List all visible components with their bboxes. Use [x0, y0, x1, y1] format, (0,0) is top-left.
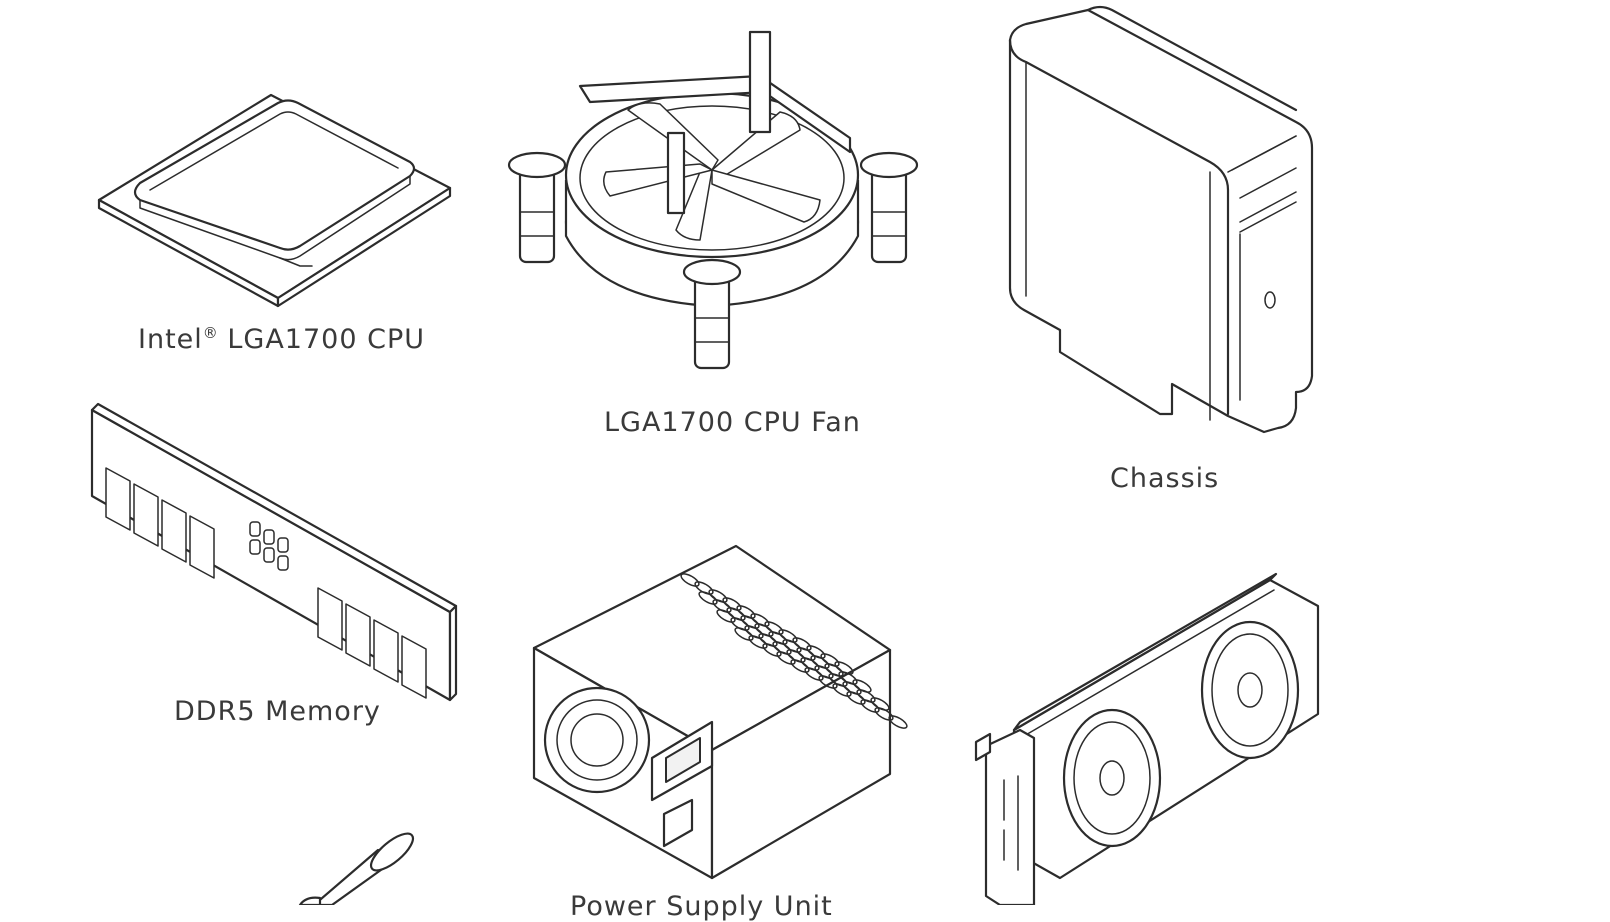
registered-mark: ®	[202, 324, 218, 342]
cpu-fan-label: LGA1700 CPU Fan	[604, 407, 861, 438]
cpu-label-brand: Intel	[138, 324, 203, 355]
cpu-label: Intel® LGA1700 CPU	[138, 324, 425, 355]
chassis-label: Chassis	[1110, 463, 1220, 494]
memory-label: DDR5 Memory	[174, 696, 381, 727]
psu-label: Power Supply Unit	[570, 891, 833, 922]
cpu-label-model: LGA1700 CPU	[217, 324, 425, 355]
